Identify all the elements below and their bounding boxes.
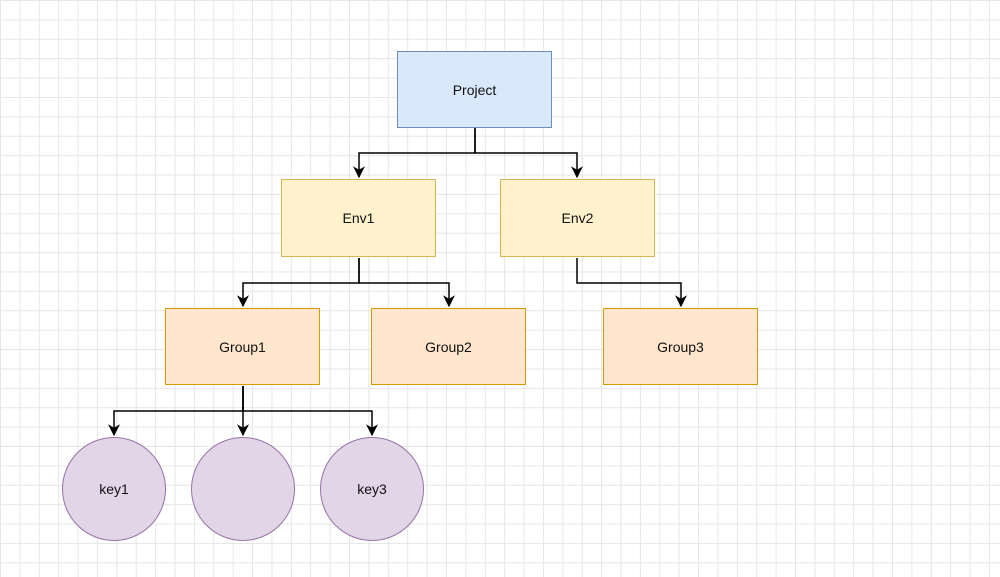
- edge-env1-group2: [358, 258, 455, 308]
- edge-project-env2: [474, 128, 583, 179]
- node-env1-label: Env1: [342, 210, 375, 226]
- node-key1-label: key1: [99, 481, 129, 497]
- node-key3-label: key3: [357, 481, 387, 497]
- edge-env1-group1: [237, 258, 360, 308]
- node-project-label: Project: [452, 81, 497, 98]
- node-env2-label: Env2: [561, 210, 594, 226]
- node-group3-label: Group3: [657, 338, 704, 355]
- edge-project-env1: [353, 128, 476, 179]
- node-key2[interactable]: [191, 437, 295, 541]
- node-group2-label: Group2: [425, 338, 472, 355]
- edge-env2-group3: [576, 258, 687, 308]
- edge-group1-key3: [242, 386, 378, 437]
- node-key1[interactable]: key1: [62, 437, 166, 541]
- node-group1-label: Group1: [219, 338, 266, 355]
- node-group2[interactable]: Group2: [371, 308, 526, 385]
- node-group1[interactable]: Group1: [165, 308, 320, 385]
- node-group3[interactable]: Group3: [603, 308, 758, 385]
- node-project[interactable]: Project: [397, 51, 552, 128]
- node-env1[interactable]: Env1: [281, 179, 436, 257]
- edge-group1-key1: [108, 386, 244, 437]
- node-env2[interactable]: Env2: [500, 179, 655, 257]
- node-key3[interactable]: key3: [320, 437, 424, 541]
